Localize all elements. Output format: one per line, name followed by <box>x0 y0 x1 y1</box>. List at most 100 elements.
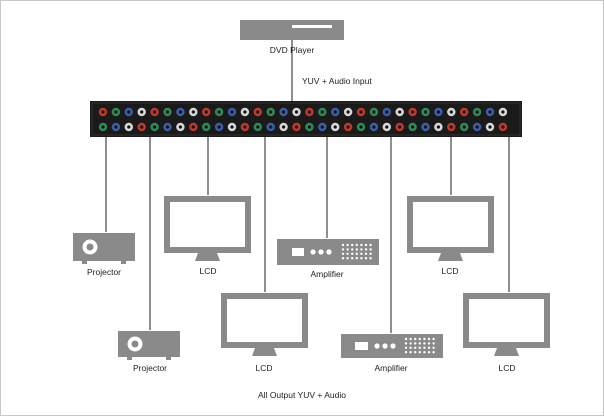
amplifier-vent-dot <box>432 342 435 345</box>
amplifier-vent-dot <box>360 257 363 260</box>
rca-jack-pin <box>320 125 324 129</box>
rca-jack-pin <box>230 125 234 129</box>
rca-jack-pin <box>462 110 466 114</box>
rca-jack-pin <box>436 125 440 129</box>
rca-jack-pin <box>436 110 440 114</box>
amplifier-vent-dot <box>409 342 412 345</box>
amplifier-vent-dot <box>346 243 349 247</box>
amplifier-vent-dot <box>427 337 431 341</box>
rca-jack-pin <box>178 110 182 114</box>
rca-jack-pin <box>153 125 157 129</box>
projector-2 <box>118 331 180 360</box>
amplifier-vent-dot <box>404 342 408 345</box>
rca-jack-pin <box>204 125 208 129</box>
amplifier-vent-dot <box>423 346 426 349</box>
amplifier-vent-dot <box>404 337 408 341</box>
rca-jack-pin <box>217 110 221 114</box>
output-label: All Output YUV + Audio <box>258 390 346 400</box>
rca-jack-pin <box>178 125 182 129</box>
rca-jack-pin <box>294 125 299 129</box>
rca-jack-pin <box>346 110 350 114</box>
rca-jack-pin <box>423 110 428 114</box>
amplifier-vent-dot <box>404 346 408 349</box>
rca-jack-pin <box>320 110 324 114</box>
amplifier-vent-dot <box>341 257 345 260</box>
device-label-amplifier-1: Amplifier <box>310 269 343 279</box>
amplifier-vent-dot <box>423 351 426 354</box>
amplifier-vent-dot <box>369 248 372 251</box>
amplifier-vent-dot <box>360 252 363 255</box>
rca-jack-pin <box>165 110 170 114</box>
rca-jack-pin <box>359 125 363 129</box>
amplifier-vent-dot <box>355 243 358 247</box>
device-label-lcd-4: LCD <box>498 363 515 373</box>
amplifier-vent-dot <box>346 248 349 251</box>
amplifier-vent-dot <box>364 243 368 247</box>
rca-jack-pin <box>165 125 170 129</box>
rca-jack-pin <box>230 110 234 114</box>
amplifier-vent-dot <box>360 248 363 251</box>
rca-jack-pin <box>398 110 402 114</box>
amplifier-vent-dot <box>351 257 354 260</box>
rca-jack-pin <box>127 110 131 114</box>
device-label-lcd-2: LCD <box>255 363 272 373</box>
amplifier-vent-dot <box>414 337 417 341</box>
amplifier-vent-dot <box>369 243 372 247</box>
rca-jack-pin <box>191 125 195 129</box>
rca-jack-pin <box>475 125 479 129</box>
amplifier-vent-dot <box>414 351 417 354</box>
rca-jack-pin <box>114 125 118 129</box>
device-label-projector-1: Projector <box>87 267 121 277</box>
rca-jack-pin <box>243 125 247 129</box>
amplifier-vent-dot <box>418 346 421 349</box>
amplifier-vent-dot <box>418 351 421 354</box>
rca-jack-pin <box>372 125 376 129</box>
amplifier-vent-dot <box>418 342 421 345</box>
amplifier-vent-dot <box>432 351 435 354</box>
amplifier-1 <box>277 239 379 265</box>
rca-jack-pin <box>127 125 131 129</box>
rca-jack-pin <box>256 125 260 129</box>
rca-jack-pin <box>398 125 402 129</box>
amplifier-vent-dot <box>341 243 345 247</box>
output-lines <box>105 137 510 333</box>
rca-jack-pin <box>488 125 492 129</box>
amplifier-vent-dot <box>427 351 431 354</box>
amplifier-vent-dot <box>423 342 426 345</box>
projector-1 <box>73 233 135 264</box>
amplifier-vent-dot <box>355 248 358 251</box>
rca-jack-pin <box>153 110 157 114</box>
device-label-lcd-3: LCD <box>441 266 458 276</box>
rca-jack-pin <box>449 125 453 129</box>
rca-jack-pin <box>488 110 492 114</box>
rca-jack-pin <box>346 125 350 129</box>
amplifier-vent-dot <box>355 252 358 255</box>
rca-jack-pin <box>256 110 260 114</box>
rca-jack-pin <box>191 110 195 114</box>
lcd-4 <box>463 293 550 356</box>
rca-jack-pin <box>411 110 415 114</box>
amplifier-vent-dot <box>364 257 368 260</box>
rca-jack-pin <box>269 125 273 129</box>
input-label: YUV + Audio Input <box>302 76 372 86</box>
rca-jack-pin <box>140 110 144 114</box>
amplifier-vent-dot <box>404 351 408 354</box>
rca-jack-pin <box>462 125 466 129</box>
rca-jack-pin <box>243 110 247 114</box>
amplifier-vent-dot <box>364 248 368 251</box>
amplifier-vent-dot <box>351 252 354 255</box>
amplifier-vent-dot <box>414 342 417 345</box>
rca-jack-pin <box>411 125 415 129</box>
rca-jack-pin <box>501 110 505 114</box>
amplifier-vent-dot <box>427 346 431 349</box>
rca-jack-pin <box>423 125 428 129</box>
amplifier-vent-dot <box>427 342 431 345</box>
rca-jack-pin <box>333 110 337 114</box>
rca-jack-pin <box>101 110 105 114</box>
rca-jack-pin <box>204 110 208 114</box>
amplifier-vent-dot <box>369 252 372 255</box>
device-label-projector-2: Projector <box>133 363 167 373</box>
rca-jack-pin <box>114 110 118 114</box>
rca-jack-pin <box>294 110 299 114</box>
